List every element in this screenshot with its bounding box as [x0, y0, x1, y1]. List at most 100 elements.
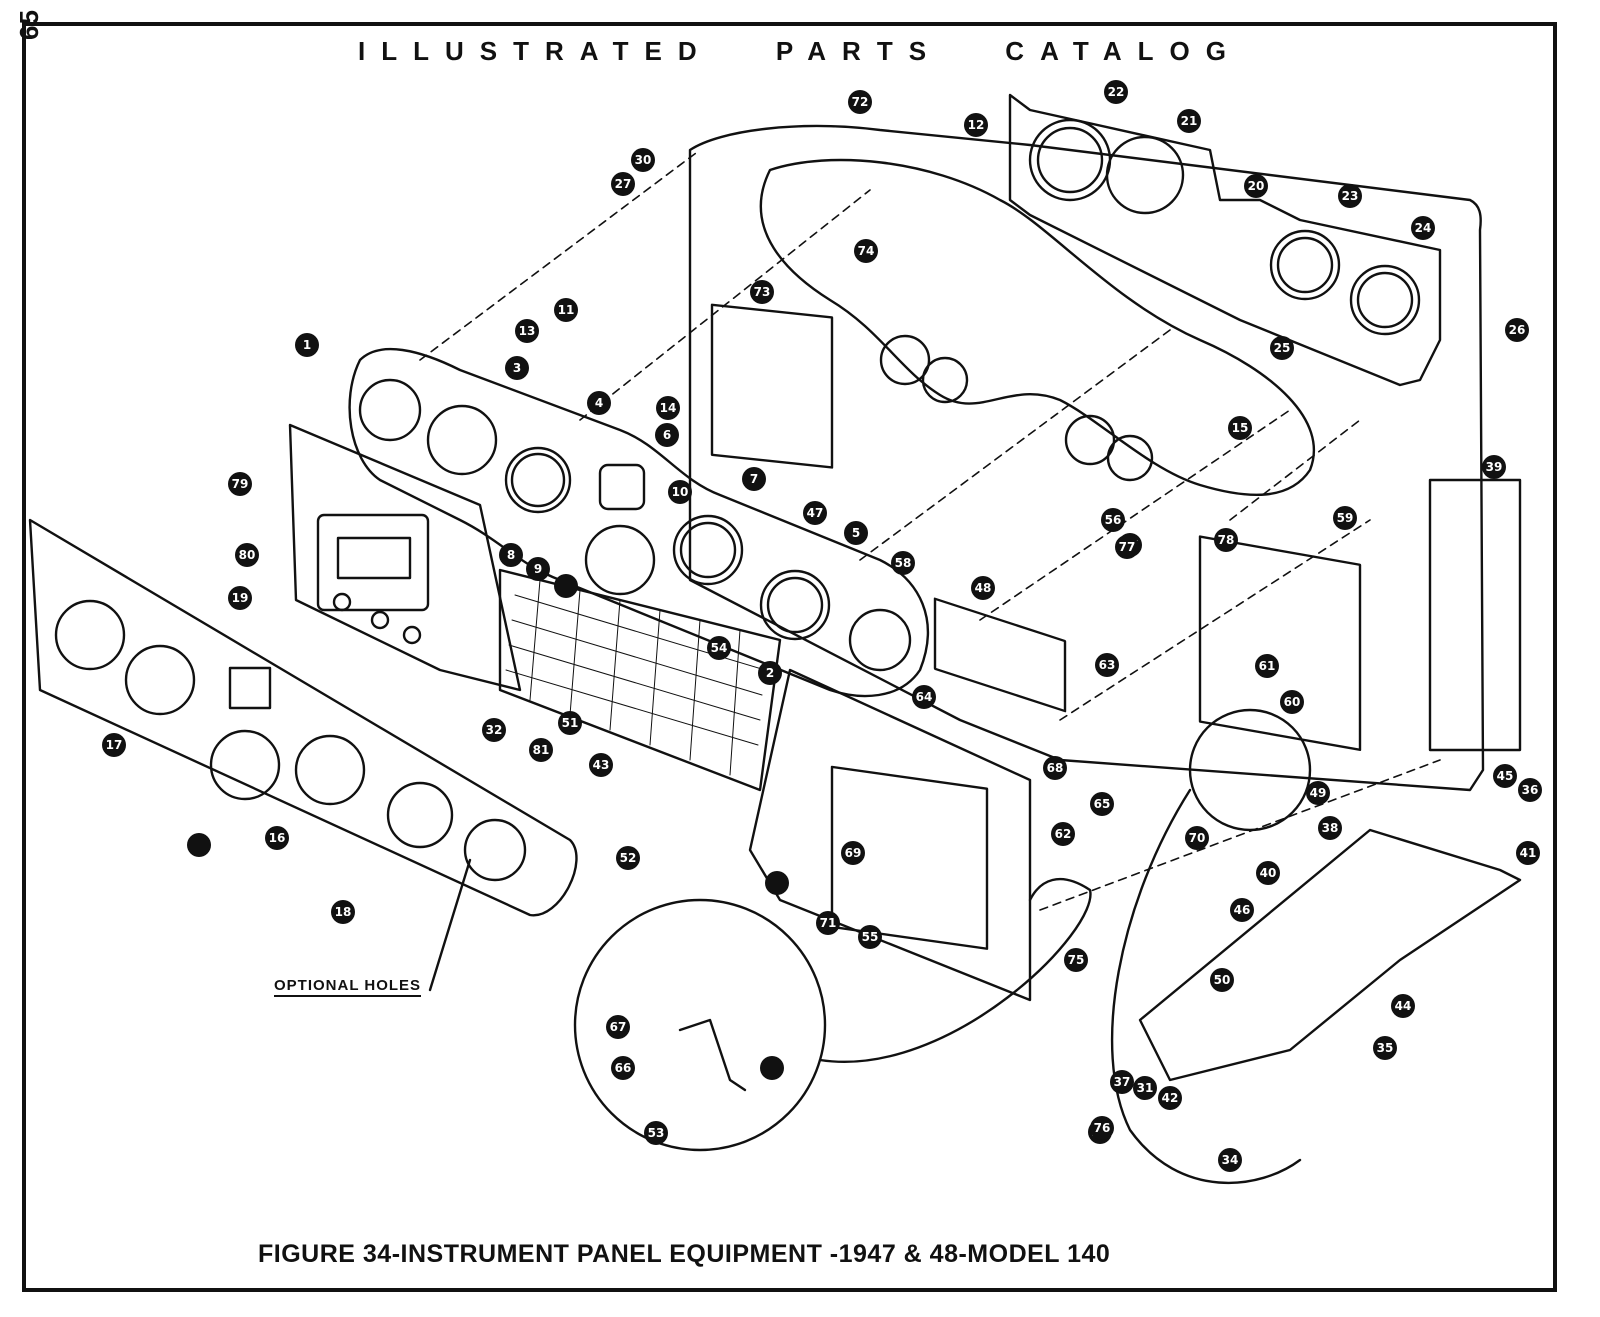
svg-text:21: 21	[1181, 114, 1198, 128]
callout-32: 32	[482, 718, 506, 742]
instrument-hole-2	[426, 404, 498, 476]
callout-75: 75	[1064, 948, 1088, 972]
svg-text:62: 62	[1055, 827, 1072, 841]
callout-10: 10	[668, 480, 692, 504]
svg-text:74: 74	[858, 244, 875, 258]
callout-19: 19	[228, 586, 252, 610]
svg-text:11: 11	[558, 303, 575, 317]
callout-20: 20	[1244, 174, 1268, 198]
callout-6: 6	[655, 423, 679, 447]
ammeter-gauge	[1028, 118, 1112, 202]
callout-22: 22	[1104, 80, 1128, 104]
callout-47: 47	[803, 501, 827, 525]
radio-window	[316, 513, 430, 612]
airspeed-indicator-inner	[510, 452, 566, 508]
callout-26: 26	[1505, 318, 1529, 342]
svg-text:58: 58	[895, 556, 912, 570]
callout-52: 52	[616, 846, 640, 870]
trim-square	[228, 666, 272, 710]
explode-lines	[419, 149, 1441, 911]
callout-39: 39	[1482, 455, 1506, 479]
svg-text:61: 61	[1259, 659, 1276, 673]
switch-placard-grid	[505, 579, 766, 776]
svg-text:73: 73	[754, 285, 771, 299]
magneto-detail	[1188, 708, 1312, 832]
oil-temp-gauge-inner	[1356, 271, 1414, 329]
callout-70: 70	[1185, 826, 1209, 850]
rear-panel-hole-3	[1064, 414, 1116, 466]
svg-text:64: 64	[916, 690, 933, 704]
svg-text:22: 22	[1108, 85, 1125, 99]
svg-text:50: 50	[1214, 973, 1231, 987]
callout-40: 40	[1256, 861, 1280, 885]
callout-37: 37	[1110, 1070, 1134, 1094]
callout-73: 73	[750, 280, 774, 304]
gauge-bracket	[1008, 93, 1442, 387]
trim-ring-6	[463, 818, 527, 882]
figure-caption: FIGURE 34-INSTRUMENT PANEL EQUIPMENT -19…	[258, 1240, 1111, 1268]
callout-21: 21	[1177, 109, 1201, 133]
callout-61: 61	[1255, 654, 1279, 678]
callout-36: 36	[1518, 778, 1542, 802]
callout-42: 42	[1158, 1086, 1182, 1110]
svg-text:77: 77	[1119, 540, 1136, 554]
trim-ring-2	[124, 644, 196, 716]
oil-pressure-gauge-inner	[1276, 236, 1334, 294]
callout-69: 69	[841, 841, 865, 865]
svg-text:49: 49	[1310, 786, 1327, 800]
callout-55: 55	[858, 925, 882, 949]
callout-13: 13	[515, 319, 539, 343]
svg-text:4: 4	[595, 396, 603, 410]
callout-65: 65	[1090, 792, 1114, 816]
callout-50: 50	[1210, 968, 1234, 992]
callout-23: 23	[1338, 184, 1362, 208]
svg-text:69: 69	[845, 846, 862, 860]
callout-82	[765, 871, 789, 895]
svg-text:59: 59	[1337, 511, 1354, 525]
callout-27: 27	[611, 172, 635, 196]
svg-text:2: 2	[766, 666, 774, 680]
svg-text:10: 10	[672, 485, 689, 499]
callout-18: 18	[331, 900, 355, 924]
svg-text:18: 18	[335, 905, 352, 919]
svg-text:26: 26	[1509, 323, 1526, 337]
trim-ring-5	[386, 781, 454, 849]
callout-81: 81	[529, 738, 553, 762]
svg-text:76: 76	[1094, 1121, 1111, 1135]
callout-2: 2	[758, 661, 782, 685]
instrument-hole-1	[358, 378, 422, 442]
callout-54: 54	[707, 636, 731, 660]
callout-72: 72	[848, 90, 872, 114]
svg-text:9: 9	[534, 562, 542, 576]
callout-46: 46	[1230, 898, 1254, 922]
svg-text:75: 75	[1068, 953, 1085, 967]
trim-ring-4	[294, 734, 366, 806]
svg-text:44: 44	[1395, 999, 1412, 1013]
ammeter-gauge-inner	[1036, 126, 1104, 194]
switch-placard-panel	[498, 568, 782, 792]
callout-43: 43	[589, 753, 613, 777]
callout-1: 1	[295, 333, 319, 357]
svg-text:6: 6	[663, 428, 671, 442]
callout-12: 12	[964, 113, 988, 137]
svg-text:24: 24	[1415, 221, 1432, 235]
svg-text:37: 37	[1114, 1075, 1131, 1089]
svg-text:80: 80	[239, 548, 256, 562]
callout-8: 8	[499, 543, 523, 567]
svg-text:47: 47	[807, 506, 824, 520]
svg-text:55: 55	[862, 930, 879, 944]
callout-25: 25	[1270, 336, 1294, 360]
svg-text:68: 68	[1047, 761, 1064, 775]
lower-centre-panel	[748, 668, 1032, 1002]
optional-holes-label: OPTIONAL HOLES	[274, 977, 422, 997]
callout-79: 79	[228, 472, 252, 496]
svg-text:20: 20	[1248, 179, 1265, 193]
radio-display	[336, 536, 412, 580]
svg-text:31: 31	[1137, 1081, 1154, 1095]
callout-4: 4	[587, 391, 611, 415]
callout-78: 78	[1214, 528, 1238, 552]
callout-30: 30	[631, 148, 655, 172]
svg-text:53: 53	[648, 1126, 665, 1140]
instrument-hole-3	[584, 524, 656, 596]
svg-text:72: 72	[852, 95, 869, 109]
